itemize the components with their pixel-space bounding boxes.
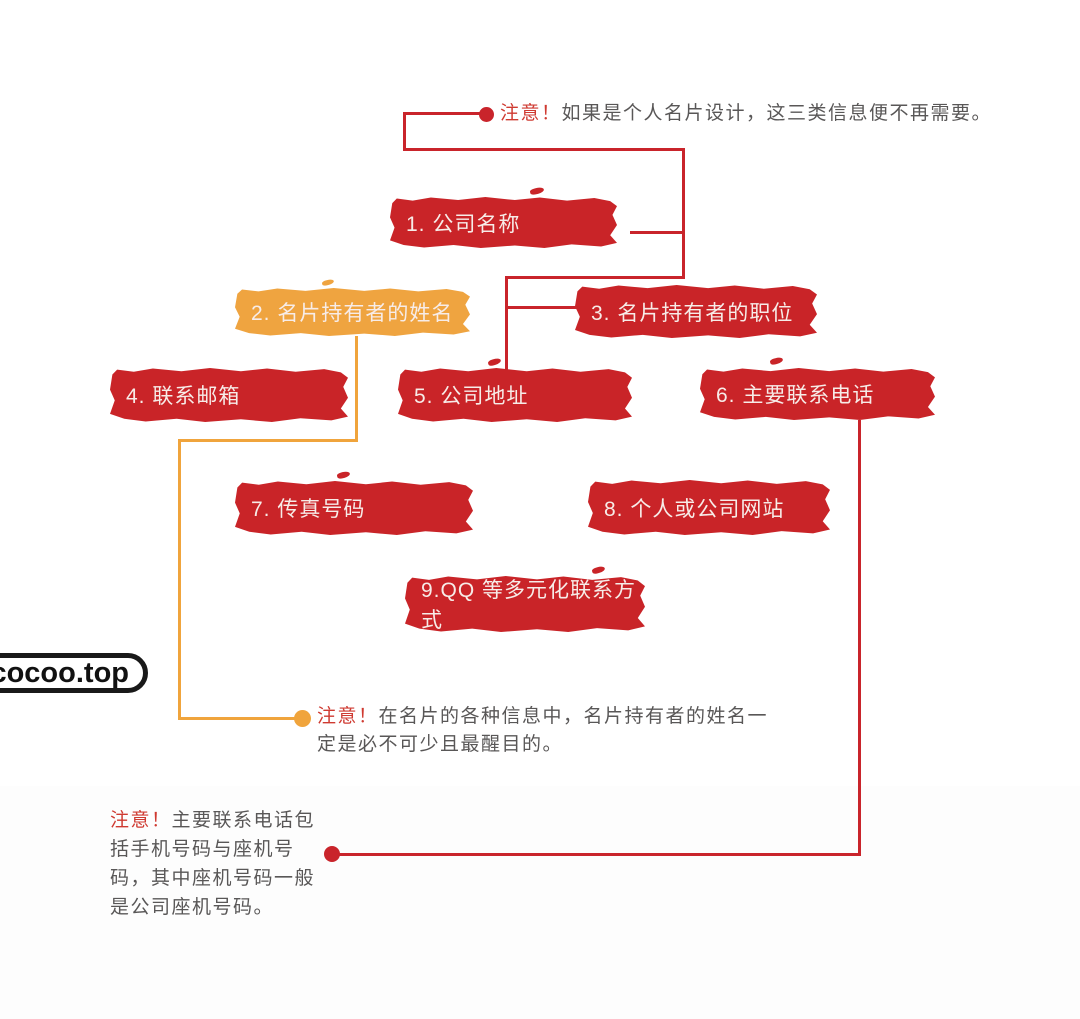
note-middle: 注意！在名片的各种信息中，名片持有者的姓名一定是必不可少且最醒目的。 [317,703,779,759]
note-top: 注意！如果是个人名片设计，这三类信息便不再需要。 [500,100,1070,128]
node-fax: 7. 传真号码 [235,481,473,535]
connector-orange-v2 [178,439,181,720]
node-company-name: 1. 公司名称 [390,197,617,248]
connector-to-box1 [630,231,684,234]
node-qq: 9.QQ 等多元化联系方式 [405,576,645,632]
ink-speck [591,565,606,575]
node-holder-name: 2. 名片持有者的姓名 [235,288,470,336]
note-top-prefix: 注意！ [500,103,562,124]
connector-to-box5 [505,276,508,372]
note-bottom: 注意！主要联系电话包括手机号码与座机号码，其中座机号码一般是公司座机号码。 [110,806,322,922]
connector-top-h2 [403,148,685,151]
cocoo-logo: cocoo.top [0,653,148,693]
connector-orange-h2 [178,717,302,720]
node-phone: 6. 主要联系电话 [700,368,935,420]
note-bottom-prefix: 注意！ [110,810,172,831]
ink-speck [769,356,784,366]
middle-note-dot [294,710,311,727]
ink-speck [321,278,335,287]
ink-speck [487,357,502,367]
node-label: 3. 名片持有者的职位 [591,301,794,325]
note-middle-text: 在名片的各种信息中，名片持有者的姓名一定是必不可少且最醒目的。 [317,706,769,755]
connector-box6-v [858,420,861,856]
cocoo-logo-text: cocoo.top [0,656,129,689]
connector-top-note-h [403,112,487,115]
node-label: 2. 名片持有者的姓名 [251,302,454,325]
node-holder-title: 3. 名片持有者的职位 [575,285,817,338]
note-top-text: 如果是个人名片设计，这三类信息便不再需要。 [561,103,993,124]
ink-speck [336,470,351,480]
connector-top-v1 [403,112,406,151]
ink-speck [529,186,545,196]
note-bottom-text: 主要联系电话包括手机号码与座机号码，其中座机号码一般是公司座机号码。 [110,810,316,918]
node-label: 8. 个人或公司网站 [604,497,785,521]
node-label: 5. 公司地址 [414,385,529,408]
connector-orange-h1 [178,439,358,442]
node-label: 1. 公司名称 [406,212,521,236]
top-note-dot [479,107,494,122]
connector-main-v [682,148,685,279]
connector-mid-h [505,276,685,279]
node-email: 4. 联系邮箱 [110,368,348,422]
node-website: 8. 个人或公司网站 [588,480,830,535]
node-label: 9.QQ 等多元化联系方式 [421,579,637,632]
node-label: 7. 传真号码 [251,498,366,521]
node-label: 4. 联系邮箱 [126,385,241,408]
connector-bottom-h [332,853,861,856]
connector-to-box3 [505,306,579,309]
background-band [0,786,1080,1019]
note-middle-prefix: 注意！ [317,706,379,727]
bottom-note-dot [324,846,340,862]
connector-box2-v [355,336,358,442]
node-label: 6. 主要联系电话 [716,384,875,407]
node-address: 5. 公司地址 [398,368,632,422]
